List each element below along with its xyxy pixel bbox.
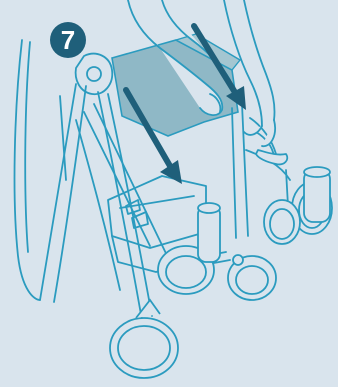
- rear-wheel-center: [264, 200, 300, 244]
- step-number: 7: [61, 25, 75, 55]
- seat-fabric: [112, 34, 240, 136]
- rear-wheel-left: [228, 255, 276, 300]
- front-wheel-middle: [158, 203, 220, 294]
- step-badge: 7: [50, 22, 86, 58]
- front-wheel-bottom: [110, 300, 178, 378]
